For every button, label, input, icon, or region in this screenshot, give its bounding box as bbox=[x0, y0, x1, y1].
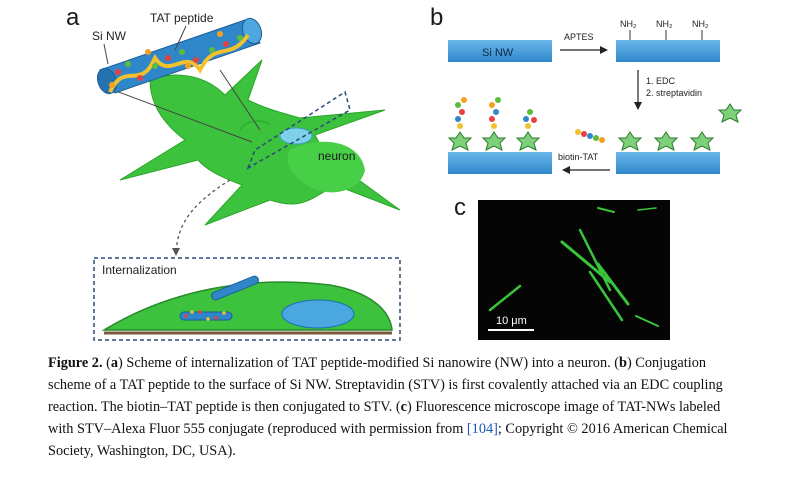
caption-text: ( bbox=[102, 355, 111, 371]
tat-peptide-chains bbox=[455, 97, 537, 129]
figure-label: Figure 2. bbox=[48, 355, 103, 371]
caption-panel-b: b bbox=[619, 355, 627, 371]
figure-panel-b: Si NW APTES NH₂ NH₂ NH₂ 1. EDC 2. strept… bbox=[447, 19, 743, 174]
label-biotin-tat: biotin-TAT bbox=[558, 152, 599, 162]
si-nw-bar-aminated bbox=[616, 40, 720, 62]
nucleus bbox=[279, 127, 313, 145]
fluorescent-nanowire bbox=[578, 228, 612, 292]
label-aptes: APTES bbox=[564, 32, 594, 42]
label-tat-peptide: TAT peptide bbox=[150, 11, 214, 25]
figure-panel-c-micrograph: 10 μm bbox=[478, 200, 670, 340]
panel-letter-a: a bbox=[66, 4, 80, 31]
caption-panel-c: c bbox=[400, 399, 407, 415]
caption-panel-a: a bbox=[110, 355, 119, 371]
label-neuron: neuron bbox=[318, 149, 355, 163]
label-step-edc: 1. EDC bbox=[646, 76, 676, 86]
fluorescent-nanowire bbox=[596, 262, 630, 306]
scale-bar-label: 10 μm bbox=[496, 315, 527, 327]
internalized-nanowire bbox=[179, 275, 259, 321]
callout-box bbox=[246, 90, 351, 170]
caption-text: ) Fluorescence microscope image of TAT-N… bbox=[48, 399, 721, 437]
citation-link[interactable]: [104] bbox=[466, 421, 498, 437]
fluorescent-nanowire bbox=[488, 284, 522, 312]
caption-text: ) Scheme of internalization of TAT pepti… bbox=[118, 355, 620, 371]
fluorescent-nanowire bbox=[637, 207, 657, 211]
streptavidin-attached bbox=[617, 131, 715, 151]
internalization-box bbox=[93, 257, 401, 341]
label-si-nw-b: Si NW bbox=[482, 47, 514, 59]
streptavidin-tat bbox=[447, 131, 541, 151]
fluorescent-nanowire bbox=[635, 315, 659, 327]
label-nh2-3: NH₂ bbox=[692, 19, 709, 29]
label-nh2-2: NH₂ bbox=[656, 19, 673, 29]
label-internalization: Internalization bbox=[102, 263, 177, 277]
panel-letter-c: c bbox=[454, 194, 466, 221]
caption-text: ; Copyright © 2016 American Chemical Soc… bbox=[48, 421, 728, 459]
neuron-cell bbox=[119, 59, 401, 226]
caption-text: ) Conjugation scheme of a TAT peptide to… bbox=[48, 355, 723, 415]
fluorescent-nanowire bbox=[597, 207, 615, 213]
label-step-streptavidin: 2. streptavidin bbox=[646, 88, 702, 98]
nanowire-illustration bbox=[96, 17, 263, 95]
si-nw-bar-start bbox=[448, 40, 552, 62]
si-nw-bar-stv bbox=[616, 152, 720, 174]
figure-caption: Figure 2. (a) Scheme of internalization … bbox=[48, 352, 748, 462]
panel-letter-b: b bbox=[430, 4, 444, 31]
fluorescent-nanowire bbox=[588, 270, 624, 322]
callout-arrow bbox=[175, 179, 231, 253]
si-nw-bar-tat bbox=[448, 152, 552, 174]
figure-panel-a: Si NW TAT peptide neuron Internalization bbox=[92, 11, 401, 341]
cell-cross-section bbox=[101, 281, 393, 331]
streptavidin-free bbox=[717, 103, 743, 123]
label-si-nw-a: Si NW bbox=[92, 29, 127, 43]
label-nh2-1: NH₂ bbox=[620, 19, 637, 29]
nucleus-cross-section bbox=[281, 299, 355, 329]
biotin-tat-molecule bbox=[575, 129, 605, 143]
